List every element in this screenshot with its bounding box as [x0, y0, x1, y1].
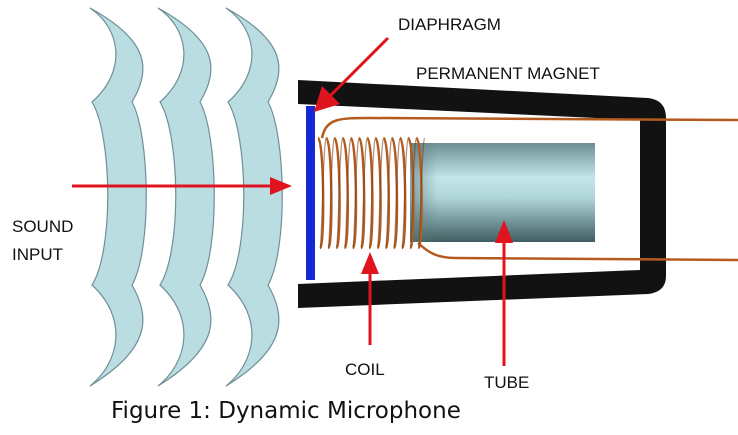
coil-winding-back — [335, 137, 344, 249]
figure-caption: Figure 1: Dynamic Microphone — [111, 398, 461, 424]
coil-winding-back — [344, 137, 352, 249]
tube-arrow — [495, 220, 513, 366]
coil-winding-back — [360, 137, 368, 249]
coil-lead-bottom — [417, 242, 738, 262]
coil-winding-back — [368, 137, 376, 249]
diaphragm — [306, 106, 315, 280]
label-diaphragm: DIAPHRAGM — [398, 15, 501, 34]
coil-winding-back — [409, 137, 417, 249]
coil-lead-top — [320, 116, 738, 139]
label-sound-input-line2: INPUT — [12, 245, 63, 264]
sound-wave-2 — [157, 7, 215, 387]
coil-winding-back — [393, 137, 401, 249]
label-coil: COIL — [345, 360, 385, 379]
coil-winding-back — [417, 137, 426, 249]
coil-turns — [316, 136, 426, 250]
coil-arrow — [361, 252, 379, 345]
coil-winding-back — [376, 137, 385, 249]
sound-waves — [89, 7, 283, 387]
label-sound-input-line1: SOUND — [12, 217, 73, 236]
label-permanent-magnet: PERMANENT MAGNET — [416, 64, 600, 83]
sound-wave-1 — [89, 7, 147, 387]
coil-winding-back — [327, 137, 335, 249]
label-tube: TUBE — [484, 373, 529, 392]
sound-input-arrow — [72, 177, 292, 195]
sound-wave-3 — [225, 7, 283, 387]
coil-winding-back — [401, 137, 409, 249]
coil-winding-back — [385, 137, 393, 249]
arrows — [72, 36, 513, 366]
coil — [316, 116, 738, 262]
diaphragm-arrow — [314, 36, 390, 112]
coil-winding-back — [352, 137, 360, 249]
coil-winding-back — [319, 137, 327, 249]
